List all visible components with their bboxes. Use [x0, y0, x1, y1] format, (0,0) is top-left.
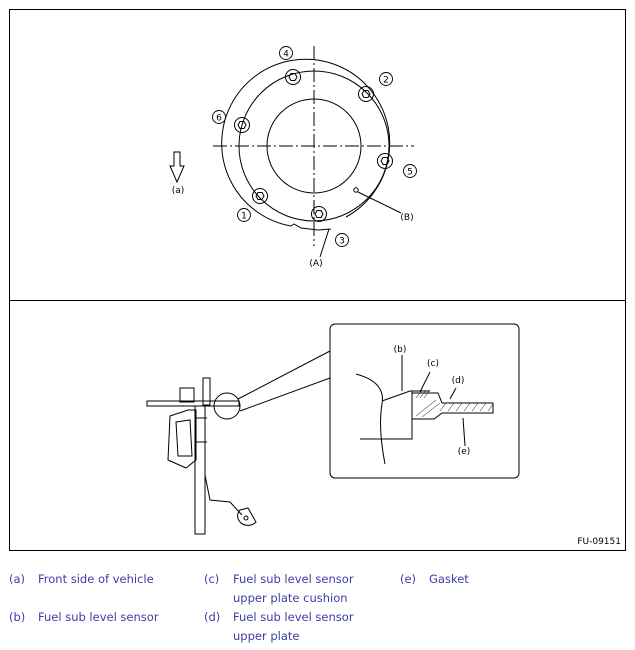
flange-outer-ring [221, 58, 391, 231]
detail-circle [213, 392, 241, 420]
legend-key: (e) [400, 572, 417, 586]
sensor-rod [194, 405, 206, 535]
legend-text: Fuel sub level sensor upper plate [233, 610, 354, 643]
bolt-number-6: 6 [216, 114, 222, 124]
leader-b [357, 191, 402, 214]
detail-plate [411, 392, 494, 420]
detail-sensor-edge [360, 390, 413, 440]
bolt-4 [285, 69, 301, 85]
legend-key: (c) [204, 572, 220, 586]
callout-circle-5 [403, 164, 417, 178]
legend-key: (d) [204, 610, 221, 624]
sensor-assembly [146, 323, 520, 535]
legend-item-c: (c) Fuel sub level sensor upper plate cu… [204, 570, 389, 610]
zoom-line-bottom [239, 377, 331, 412]
leader-e [462, 417, 466, 447]
bolt-3 [311, 206, 327, 222]
front-arrow [169, 151, 185, 184]
leader-a-notch [319, 228, 330, 258]
sensor-inner [175, 419, 193, 457]
label-a-front: (a) [172, 186, 185, 196]
upper-plate [146, 400, 240, 407]
callout-circle-3 [335, 233, 349, 247]
callout-circle-2 [379, 72, 393, 86]
leader-d [449, 387, 457, 400]
connector [179, 387, 195, 403]
diagram-frame: 1 2 3 4 5 6 (a) (A) (B) [9, 9, 626, 551]
figure-code: FU-09151 [577, 537, 621, 547]
detail-box [329, 323, 520, 479]
detail-curve [355, 373, 386, 465]
float [237, 507, 257, 526]
callout-circle-4 [279, 46, 293, 60]
hatch-group [415, 389, 494, 418]
legend-key: (b) [9, 610, 26, 624]
bolt-number-2: 2 [383, 76, 389, 86]
label-A: (A) [309, 259, 322, 269]
label-e: (e) [458, 447, 471, 457]
bolt-2 [358, 86, 374, 102]
sensor-body [167, 409, 197, 469]
legend-item-d: (d) Fuel sub level sensor upper plate [204, 608, 389, 648]
bolt-number-5: 5 [407, 168, 413, 178]
bolt-1 [252, 188, 268, 204]
bolt-number-3: 3 [339, 237, 345, 247]
label-d: (d) [452, 376, 465, 386]
label-b: (b) [394, 345, 407, 355]
label-c: (c) [427, 359, 439, 369]
marker-b [353, 187, 359, 193]
bolt-group [234, 69, 393, 222]
label-B: (B) [400, 213, 413, 223]
diagram-drawing: 1 2 3 4 5 6 (a) (A) (B) [146, 46, 520, 535]
legend-text: Gasket [429, 572, 469, 586]
callout-circle-1 [237, 208, 251, 222]
legend-key: (a) [9, 572, 26, 586]
legend-text: Front side of vehicle [38, 572, 154, 586]
callout-circle-6 [212, 110, 226, 124]
section-divider [10, 300, 625, 301]
zoom-line-top [237, 350, 331, 400]
bolt-number-1: 1 [241, 212, 247, 222]
bolt-number-4: 4 [283, 50, 289, 60]
legend-text: Fuel sub level sensor upper plate cushio… [233, 572, 354, 605]
sensor-top-stem [202, 377, 211, 406]
bolt-5 [377, 153, 393, 169]
legend-text: Fuel sub level sensor [38, 610, 159, 624]
leader-c [419, 371, 431, 393]
bolt-6 [234, 117, 250, 133]
float-arm [204, 474, 243, 516]
